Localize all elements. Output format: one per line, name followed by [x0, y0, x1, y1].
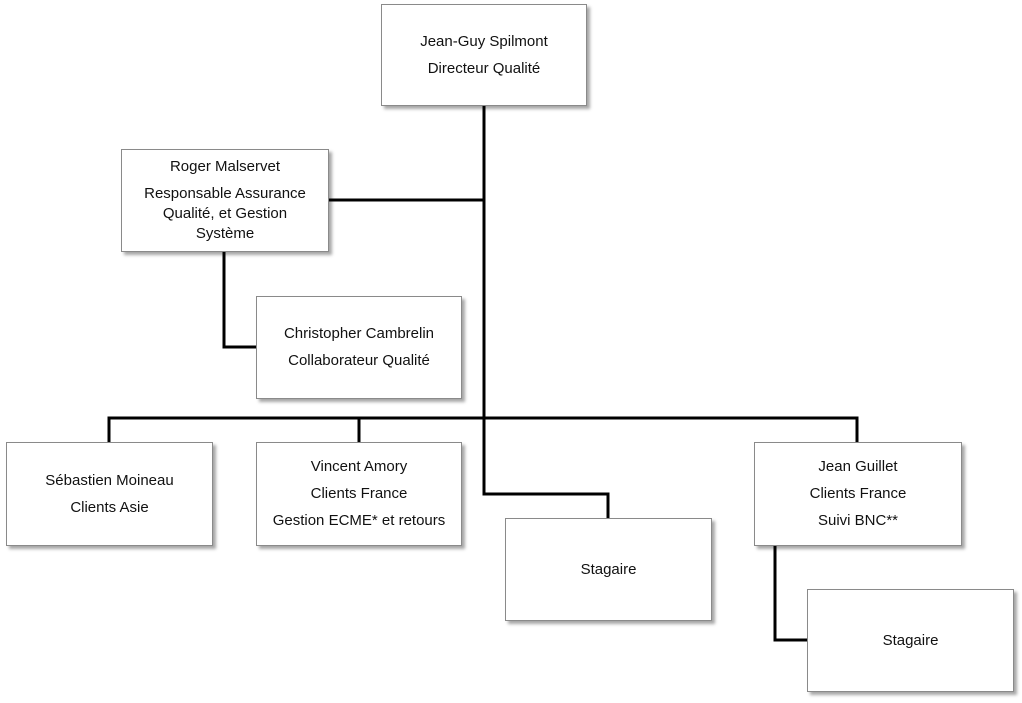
director-role: Directeur Qualité	[427, 59, 541, 77]
amory-name: Vincent Amory	[310, 458, 408, 475]
amory-role: Clients France	[310, 485, 408, 502]
intern-center-box: Stagaire	[505, 518, 712, 621]
france-clients-amory-box: Vincent Amory Clients France Gestion ECM…	[256, 442, 462, 546]
asia-clients-box: Sébastien Moineau Clients Asie	[6, 442, 213, 546]
amory-detail: Gestion ECME* et retours	[272, 512, 446, 529]
quality-collaborator-role: Collaborateur Qualité	[288, 352, 430, 369]
qa-manager-role-line-3: Système	[195, 225, 255, 242]
qa-manager-role-line-2: Qualité, et Gestion	[162, 205, 288, 222]
quality-collaborator-name: Christopher Cambrelin	[283, 325, 435, 342]
qa-manager-name: Roger Malservet	[169, 158, 281, 175]
qa-manager-box: Roger Malservet Responsable Assurance Qu…	[121, 149, 329, 252]
guillet-detail: Suivi BNC**	[817, 512, 899, 529]
quality-collaborator-box: Christopher Cambrelin Collaborateur Qual…	[256, 296, 462, 399]
director-box: Jean-Guy Spilmont Directeur Qualité	[381, 4, 587, 106]
intern-right-box: Stagaire	[807, 589, 1014, 692]
france-clients-guillet-box: Jean Guillet Clients France Suivi BNC**	[754, 442, 962, 546]
guillet-role: Clients France	[809, 485, 907, 502]
director-name: Jean-Guy Spilmont	[420, 32, 548, 50]
guillet-name: Jean Guillet	[818, 458, 898, 475]
qa-manager-role-line-1: Responsable Assurance	[144, 185, 306, 202]
intern-right-label: Stagaire	[882, 631, 939, 649]
asia-clients-name: Sébastien Moineau	[45, 471, 174, 489]
asia-clients-role: Clients Asie	[70, 498, 149, 516]
intern-center-label: Stagaire	[580, 560, 637, 578]
